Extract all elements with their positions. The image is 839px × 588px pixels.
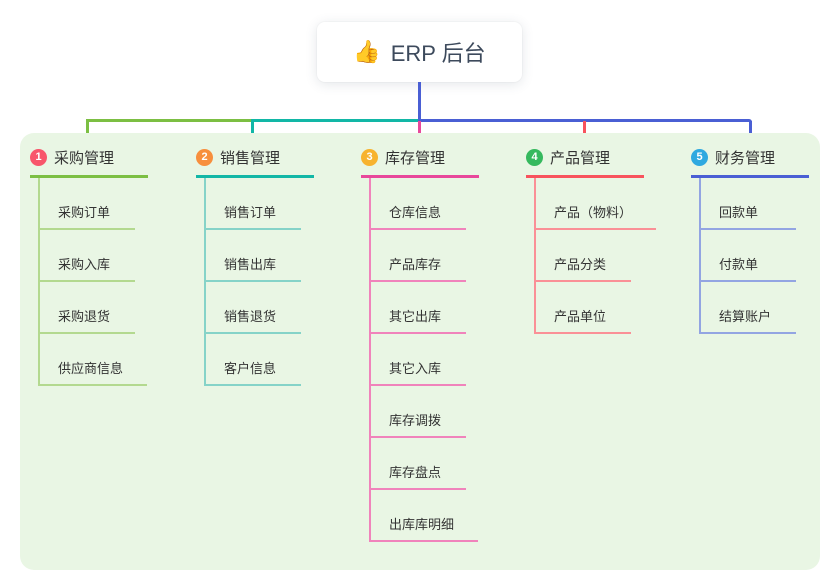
branch-number-badge: 4 [526,149,543,166]
branches-panel [20,133,820,570]
branch-number-badge: 5 [691,149,708,166]
branch-children: 产品（物料） 产品分类 产品单位 [534,178,686,334]
branch-node-purchase[interactable]: 1 采购管理 [30,145,148,178]
branch-title-label: 库存管理 [385,150,446,167]
child-node[interactable]: 采购退货 [38,282,135,334]
branch-node-inventory[interactable]: 3 库存管理 [361,145,479,178]
child-node[interactable]: 其它入库 [369,334,466,386]
child-node[interactable]: 产品库存 [369,230,466,282]
branch-column-inventory: 3 库存管理 仓库信息 产品库存 其它出库 其它入库 库存调拨 库存盘点 出库库… [361,145,521,542]
child-node[interactable]: 仓库信息 [369,178,466,230]
branch-title-label: 产品管理 [550,150,611,167]
child-node[interactable]: 销售订单 [204,178,301,230]
thumbs-up-icon: 👍 [353,39,381,64]
branch-column-product: 4 产品管理 产品（物料） 产品分类 产品单位 [526,145,686,334]
child-node[interactable]: 销售出库 [204,230,301,282]
root-node-label: ERP 后台 [390,41,486,66]
branch-number-badge: 3 [361,149,378,166]
child-node[interactable]: 产品分类 [534,230,631,282]
child-node[interactable]: 回款单 [699,178,796,230]
branch-number-badge: 2 [196,149,213,166]
branch-node-sales[interactable]: 2 销售管理 [196,145,314,178]
root-node[interactable]: 👍 ERP 后台 [317,22,522,82]
branch-title-label: 采购管理 [54,150,115,167]
child-node[interactable]: 结算账户 [699,282,796,334]
branch-title-label: 销售管理 [220,150,281,167]
child-node[interactable]: 产品（物料） [534,178,657,230]
branch-children: 仓库信息 产品库存 其它出库 其它入库 库存调拨 库存盘点 出库库明细 [369,178,521,542]
branch-node-product[interactable]: 4 产品管理 [526,145,644,178]
branch-children: 销售订单 销售出库 销售退货 客户信息 [204,178,356,386]
branch-number-badge: 1 [30,149,47,166]
child-node[interactable]: 出库库明细 [369,490,479,542]
child-node[interactable]: 供应商信息 [38,334,148,386]
child-node[interactable]: 采购订单 [38,178,135,230]
connector-bus-green [86,119,254,122]
branch-column-sales: 2 销售管理 销售订单 销售出库 销售退货 客户信息 [196,145,356,386]
connector-root-stem [418,82,421,121]
child-node[interactable]: 其它出库 [369,282,466,334]
branch-title-label: 财务管理 [715,150,776,167]
branch-children: 采购订单 采购入库 采购退货 供应商信息 [38,178,190,386]
child-node[interactable]: 销售退货 [204,282,301,334]
branch-node-finance[interactable]: 5 财务管理 [691,145,809,178]
connector-bus-teal [251,119,421,122]
child-node[interactable]: 库存盘点 [369,438,466,490]
child-node[interactable]: 库存调拨 [369,386,466,438]
branch-column-purchase: 1 采购管理 采购订单 采购入库 采购退货 供应商信息 [30,145,190,386]
connector-bus-blue [418,119,752,122]
branch-children: 回款单 付款单 结算账户 [699,178,839,334]
child-node[interactable]: 采购入库 [38,230,135,282]
child-node[interactable]: 付款单 [699,230,796,282]
branch-column-finance: 5 财务管理 回款单 付款单 结算账户 [691,145,839,334]
child-node[interactable]: 客户信息 [204,334,301,386]
child-node[interactable]: 产品单位 [534,282,631,334]
